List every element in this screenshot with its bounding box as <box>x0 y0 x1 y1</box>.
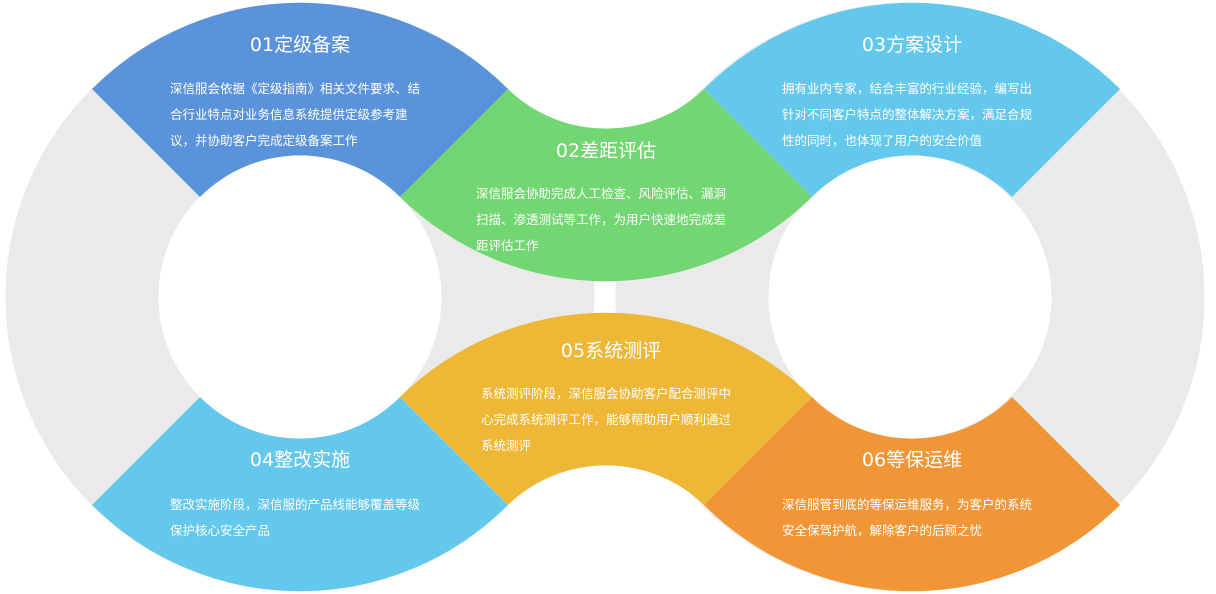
step-1-title: 01定级备案 <box>250 34 350 56</box>
step-6-desc-line: 安全保驾护航，解除客户的后顾之忧 <box>782 523 982 538</box>
step-5-desc-line: 系统测评 <box>481 438 531 453</box>
step-4-title: 04整改实施 <box>250 449 350 471</box>
step-1-desc-line: 合行业特点对业务信息系统提供定级参考建 <box>170 107 408 122</box>
step-2-desc-line: 距评估工作 <box>476 238 539 253</box>
step-6-segment[interactable] <box>704 397 1120 592</box>
step-6-title: 06等保运维 <box>862 449 962 471</box>
step-3-desc-line: 性的同时，也体现了用户的安全价值 <box>782 133 982 148</box>
step-2-title: 02差距评估 <box>556 140 656 162</box>
step-2-desc-line: 深信服会协助完成人工检查、风险评估、漏洞 <box>476 186 726 201</box>
step-3-desc-line: 拥有业内专家，结合丰富的行业经验，编写出 <box>782 81 1032 96</box>
step-6-desc-line: 深信服管到底的等保运维服务，为客户的系统 <box>782 497 1032 512</box>
step-3-desc-line: 针对不同客户特点的整体解决方案，满足合规 <box>782 107 1032 122</box>
step-3-segment[interactable] <box>704 2 1120 197</box>
step-4-desc-line: 保护核心安全产品 <box>170 523 270 538</box>
step-3-title: 03方案设计 <box>862 34 962 56</box>
step-5-segment[interactable] <box>400 312 812 505</box>
step-4-desc-line: 整改实施阶段，深信服的产品线能够覆盖等级 <box>170 497 421 512</box>
step-1-desc-line: 议，并协助客户完成定级备案工作 <box>170 133 358 148</box>
step-4-segment[interactable] <box>92 397 508 592</box>
step-2-segment[interactable] <box>400 89 812 282</box>
step-5-title: 05系统测评 <box>561 340 661 362</box>
step-5-desc-line: 心完成系统测评工作，能够帮助用户顺利通过 <box>481 412 732 427</box>
step-1-segment[interactable] <box>92 2 508 198</box>
step-2-desc-line: 扫描、渗透测试等工作，为用户快速地完成差 <box>476 212 726 227</box>
step-5-desc-line: 系统测评阶段，深信服会协助客户配合测评中 <box>481 386 731 401</box>
step-1-desc-line: 深信服会依据《定级指南》相关文件要求、结 <box>170 81 420 96</box>
